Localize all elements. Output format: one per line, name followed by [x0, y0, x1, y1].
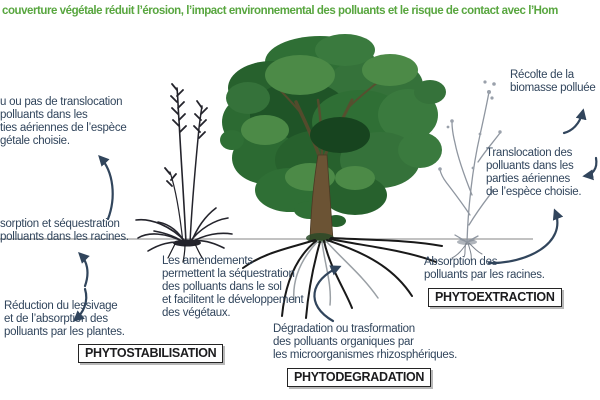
annotation-arrows [72, 108, 598, 323]
plant-buds [438, 80, 502, 193]
dead-grass-plant-illustration [135, 83, 233, 263]
annotation-top-left: u ou pas de translocation polluants dans… [0, 96, 127, 147]
arrow-translocation-left [98, 154, 114, 221]
annotation-bottom-left: Réduction du lessivage et de l’absorptio… [4, 300, 125, 338]
tree-illustration [220, 34, 446, 319]
arrow-sequestration-up [78, 252, 90, 288]
sparse-plant-illustration [438, 80, 502, 261]
arrow-reduction-down [72, 287, 88, 322]
tree-foliage-front [241, 54, 418, 227]
label-phytoextraction: PHYTOEXTRACTION [428, 288, 562, 307]
arrow-harvest [562, 108, 587, 135]
label-phytodegradation: PHYTODEGRADATION [287, 368, 432, 387]
figure-title: couverture végétale réduit l’érosion, l’… [2, 5, 558, 17]
label-phytostabilisation: PHYTOSTABILISATION [78, 344, 224, 363]
arrow-translocation-right [487, 208, 564, 265]
arrow-rhizosphere [313, 265, 342, 323]
arrow-plant-connector [582, 156, 598, 181]
annotation-mid-left: sorption et séquestration polluants dans… [0, 218, 129, 243]
annotation-degradation: Dégradation ou trasformation des polluan… [273, 323, 458, 361]
annotation-harvest: Récolte de la biomasse polluée [510, 69, 596, 94]
tree-roots [242, 237, 443, 319]
annotation-absorption-right: Absorption des polluants par les racines… [424, 256, 545, 281]
annotation-translocation: Translocation des polluants dans les par… [486, 147, 582, 198]
tree-trunk [309, 154, 334, 241]
annotation-amendments: Les amendements permettent la séquestrat… [162, 255, 304, 319]
